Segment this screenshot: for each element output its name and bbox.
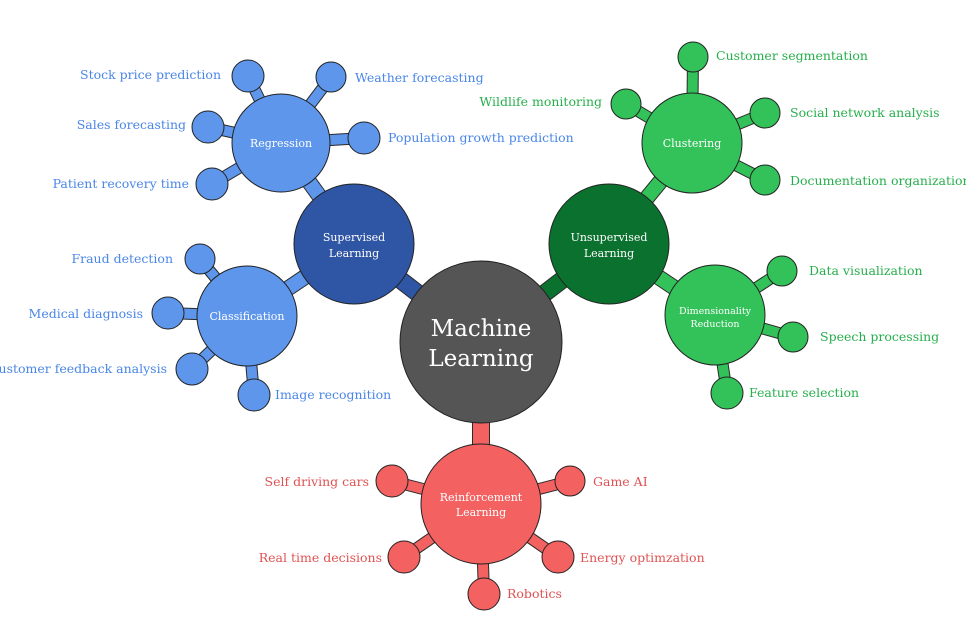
- leaf-dot: [467, 577, 501, 611]
- leaf-label: Social network analysis: [790, 105, 940, 120]
- dimensionality-reduction-label-line2: Reduction: [691, 319, 740, 330]
- leaf-dot: [231, 59, 265, 93]
- regression-circle: [231, 93, 331, 193]
- leaf-image-recognition[interactable]: Image recognition: [237, 378, 391, 412]
- root-label-line1: Machine: [431, 316, 532, 342]
- leaf-social-network-analysis[interactable]: Social network analysis: [749, 97, 940, 129]
- leaf-dot: [677, 41, 709, 73]
- leaf-stock-price-prediction[interactable]: Stock price prediction: [80, 59, 265, 93]
- leaf-dot: [710, 376, 744, 410]
- leaf-dot: [195, 167, 229, 201]
- leaf-weather-forecasting[interactable]: Weather forecasting: [315, 61, 484, 93]
- supervised-learning-label-line2: Learning: [329, 247, 379, 260]
- leaf-sales-forecasting[interactable]: Sales forecasting: [77, 110, 225, 144]
- leaf-energy-optimzation[interactable]: Energy optimzation: [541, 540, 705, 574]
- leaf-dot: [237, 378, 271, 412]
- leaf-label: Patient recovery time: [53, 176, 189, 191]
- leaf-label: Documentation organization: [790, 173, 966, 188]
- leaf-dot: [749, 164, 781, 196]
- leaf-nodes: Stock price prediction Weather forecasti…: [0, 41, 966, 611]
- leaf-speech-processing[interactable]: Speech processing: [777, 321, 939, 353]
- leaf-medical-diagnosis[interactable]: Medical diagnosis: [29, 296, 185, 330]
- leaf-real-time-decisions[interactable]: Real time decisions: [259, 540, 421, 574]
- regression-node[interactable]: Regression: [231, 93, 331, 193]
- classification-node[interactable]: Classification: [196, 265, 298, 367]
- supervised-learning-label-line1: Supervised: [323, 231, 385, 244]
- dimensionality-reduction-circle: [664, 264, 766, 366]
- leaf-label: Population growth prediction: [388, 130, 574, 145]
- leaf-label: Game AI: [593, 474, 648, 489]
- leaf-dot: [175, 352, 209, 386]
- leaf-wildlife-monitoring[interactable]: Wildlife monitoring: [479, 88, 642, 120]
- leaf-dot: [749, 97, 781, 129]
- root-label-line2: Learning: [428, 346, 534, 372]
- leaf-dot: [191, 110, 225, 144]
- leaf-customer-segmentation[interactable]: Customer segmentation: [677, 41, 868, 73]
- supervised-learning-node[interactable]: Supervised Learning: [293, 183, 415, 305]
- leaf-label: Speech processing: [820, 329, 939, 344]
- leaf-label: Stock price prediction: [80, 67, 221, 82]
- leaf-label: Wildlife monitoring: [479, 94, 602, 109]
- leaf-fraud-detection[interactable]: Fraud detection: [71, 243, 216, 275]
- clustering-node[interactable]: Clustering: [641, 92, 743, 194]
- leaf-label: Customer segmentation: [716, 48, 868, 63]
- leaf-label: Real time decisions: [259, 550, 382, 565]
- leaf-label: Weather forecasting: [355, 70, 484, 85]
- clustering-circle: [641, 92, 743, 194]
- leaf-dot: [151, 296, 185, 330]
- reinforcement-learning-circle: [420, 443, 542, 565]
- root-node[interactable]: Machine Learning: [399, 260, 563, 424]
- leaf-population-growth-prediction[interactable]: Population growth prediction: [347, 121, 574, 155]
- leaf-label: Feature selection: [749, 385, 859, 400]
- regression-label: Regression: [250, 137, 312, 150]
- leaf-dot: [766, 255, 798, 287]
- leaf-dot: [541, 540, 575, 574]
- leaf-game-ai[interactable]: Game AI: [554, 465, 648, 497]
- root-circle: [399, 260, 563, 424]
- unsupervised-learning-label-line2: Learning: [584, 247, 634, 260]
- leaf-dot: [610, 88, 642, 120]
- leaf-dot: [347, 121, 381, 155]
- dimensionality-reduction-label-line1: Dimensionality: [679, 306, 752, 317]
- unsupervised-learning-node[interactable]: Unsupervised Learning: [548, 183, 670, 305]
- leaf-label: Medical diagnosis: [29, 306, 143, 321]
- clustering-label: Clustering: [663, 137, 722, 150]
- supervised-learning-circle: [293, 183, 415, 305]
- dimensionality-reduction-node[interactable]: Dimensionality Reduction: [664, 264, 766, 366]
- leaf-feature-selection[interactable]: Feature selection: [710, 376, 859, 410]
- leaf-label: Self driving cars: [265, 474, 369, 489]
- unsupervised-learning-label-line1: Unsupervised: [571, 231, 648, 244]
- reinforcement-learning-node[interactable]: Reinforcement Learning: [420, 443, 542, 565]
- leaf-dot: [777, 321, 809, 353]
- leaf-label: Fraud detection: [71, 251, 173, 266]
- leaf-label: Robotics: [507, 586, 562, 601]
- leaf-dot: [375, 464, 409, 498]
- leaf-patient-recovery-time[interactable]: Patient recovery time: [53, 167, 229, 201]
- leaf-robotics[interactable]: Robotics: [467, 577, 562, 611]
- reinforcement-learning-label-line1: Reinforcement: [440, 491, 523, 504]
- leaf-customer-feedback-analysis[interactable]: Customer feedback analysis: [0, 352, 209, 386]
- classification-circle: [196, 265, 298, 367]
- reinforcement-learning-label-line2: Learning: [456, 506, 506, 519]
- leaf-label: Customer feedback analysis: [0, 361, 167, 376]
- unsupervised-learning-circle: [548, 183, 670, 305]
- leaf-data-visualization[interactable]: Data visualization: [766, 255, 923, 287]
- leaf-dot: [184, 243, 216, 275]
- leaf-dot: [387, 540, 421, 574]
- leaf-label: Image recognition: [275, 387, 391, 402]
- classification-label: Classification: [209, 310, 284, 323]
- leaf-label: Energy optimzation: [580, 550, 705, 565]
- leaf-documentation-organization[interactable]: Documentation organization: [749, 164, 966, 196]
- leaf-label: Sales forecasting: [77, 117, 186, 132]
- leaf-dot: [554, 465, 586, 497]
- leaf-dot: [315, 61, 347, 93]
- leaf-self-driving-cars[interactable]: Self driving cars: [265, 464, 409, 498]
- leaf-label: Data visualization: [809, 263, 923, 278]
